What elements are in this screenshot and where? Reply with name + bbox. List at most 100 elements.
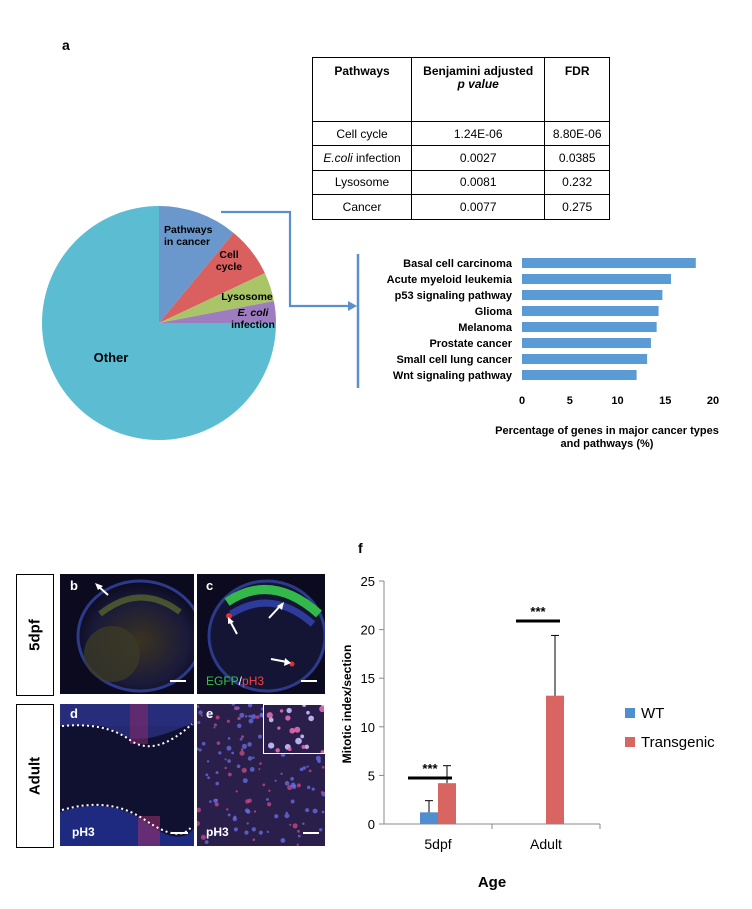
- cell-nucleus: [247, 742, 252, 747]
- cell-nucleus: [239, 750, 245, 756]
- cell-nucleus: [285, 715, 291, 721]
- cell-nucleus: [266, 712, 273, 719]
- micrograph-b: b: [60, 574, 194, 694]
- cell-nucleus: [197, 705, 200, 708]
- panel-label-d: d: [70, 706, 78, 721]
- cell-nucleus: [235, 790, 238, 793]
- bar: [522, 258, 696, 268]
- cell-nucleus: [213, 723, 217, 727]
- cell-nucleus: [295, 737, 302, 745]
- cell-nucleus: [237, 723, 242, 729]
- cell-nucleus: [251, 827, 256, 832]
- cell-nucleus: [237, 716, 241, 721]
- cell-nucleus: [227, 813, 231, 817]
- y-tick-label: 0: [368, 817, 375, 832]
- cell-nucleus: [247, 756, 253, 761]
- cell-nucleus: [262, 783, 266, 787]
- cell-nucleus: [232, 816, 238, 822]
- cell-nucleus: [287, 784, 293, 791]
- cell-nucleus: [268, 742, 275, 749]
- cell-nucleus: [216, 741, 221, 745]
- cell-nucleus: [258, 768, 261, 771]
- cell-nucleus: [205, 773, 209, 777]
- cell-pathway: Lysosome: [312, 169, 412, 196]
- cell-nucleus: [215, 771, 219, 775]
- cell-nucleus: [279, 709, 284, 713]
- row-label-5dpf: 5dpf: [26, 619, 44, 651]
- cell-nucleus: [277, 726, 281, 730]
- cell-nucleus: [306, 765, 309, 768]
- cell-nucleus: [239, 737, 243, 741]
- x-axis-label: Age: [478, 874, 506, 891]
- bar: [522, 322, 657, 332]
- cell-nucleus: [296, 783, 301, 788]
- cell-fdr: 0.275: [544, 194, 610, 220]
- x-axis-label: Percentage of genes in major cancer type…: [495, 425, 719, 437]
- bar: [420, 812, 438, 824]
- cell-nucleus: [215, 715, 220, 720]
- cell-nucleus: [215, 781, 220, 786]
- cell-nucleus: [252, 756, 255, 759]
- connector-arrow: [221, 210, 350, 308]
- cell-nucleus: [292, 823, 298, 829]
- cell-nucleus: [239, 712, 245, 718]
- cell-nucleus: [320, 750, 325, 755]
- cell-nucleus: [302, 766, 307, 770]
- x-axis-label: and pathways (%): [561, 438, 654, 450]
- cell-nucleus: [290, 777, 294, 781]
- cell-nucleus: [319, 705, 325, 713]
- cell-nucleus: [275, 748, 280, 753]
- x-tick-label: Adult: [530, 836, 562, 852]
- cell-nucleus: [244, 715, 248, 718]
- cell-nucleus: [297, 829, 300, 833]
- cell-nucleus: [226, 808, 229, 811]
- cell-nucleus: [274, 814, 279, 819]
- cell-nucleus: [241, 735, 244, 739]
- row-label-5dpf-box: 5dpf: [16, 574, 54, 696]
- label-ph3-e: pH3: [206, 825, 229, 839]
- cell-nucleus: [317, 759, 321, 764]
- cell-nucleus: [197, 820, 200, 827]
- legend-swatch: [625, 708, 635, 718]
- pie-slice-label: Other: [94, 350, 129, 365]
- cell-nucleus: [226, 719, 230, 723]
- category-label: Prostate cancer: [429, 338, 512, 350]
- x-tick-label: 0: [519, 395, 525, 407]
- cell-nucleus: [218, 751, 222, 755]
- micrograph-c: c EGFP/pH3: [197, 574, 325, 694]
- cell-nucleus: [265, 797, 269, 801]
- cell-nucleus: [268, 789, 271, 792]
- caption-egfp-ph3: EGFP/pH3: [206, 674, 264, 688]
- cell-nucleus: [280, 838, 286, 843]
- cell-nucleus: [300, 734, 305, 739]
- micrograph-d-image: [60, 704, 194, 846]
- cell-nucleus: [321, 810, 325, 814]
- cell-nucleus: [289, 727, 296, 734]
- cell-nucleus: [267, 802, 272, 807]
- category-label: Basal cell carcinoma: [403, 258, 513, 270]
- cell-nucleus: [306, 710, 310, 715]
- cell-nucleus: [213, 798, 218, 803]
- legend-label: Transgenic: [641, 734, 715, 751]
- cell-nucleus: [244, 830, 249, 835]
- cell-nucleus: [233, 827, 238, 832]
- micrograph-b-image: [60, 574, 194, 694]
- cell-nucleus: [302, 704, 307, 708]
- x-tick-label: 5: [567, 395, 573, 407]
- inset-zoom: [263, 704, 325, 755]
- cell-nucleus: [284, 781, 290, 786]
- scale-bar: [170, 680, 186, 682]
- y-tick-label: 25: [361, 574, 375, 589]
- panel-label-f: f: [358, 540, 363, 556]
- cell-nucleus: [201, 741, 206, 746]
- bar: [546, 695, 564, 824]
- bar: [438, 783, 456, 824]
- cell-nucleus: [204, 840, 209, 845]
